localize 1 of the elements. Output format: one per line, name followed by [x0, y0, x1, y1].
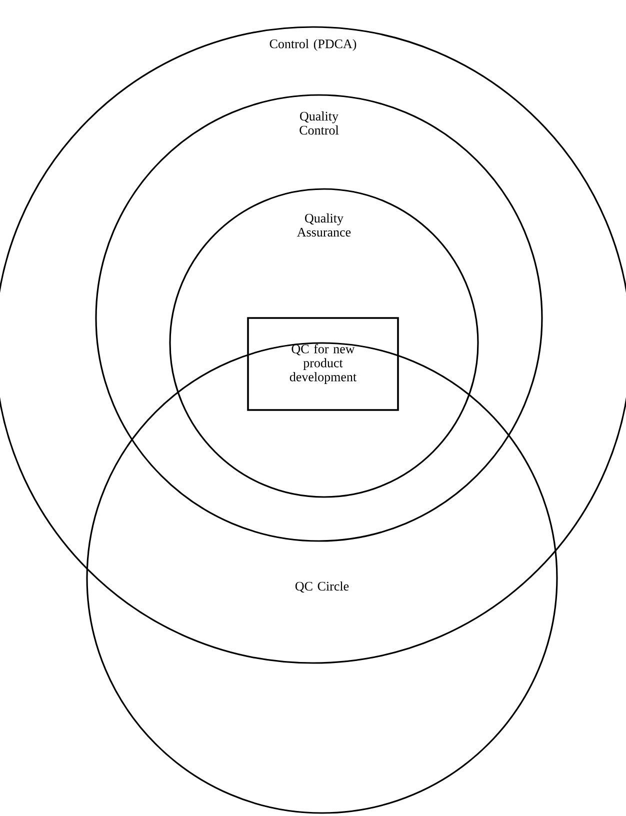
- text-box: QC for new product development: [247, 317, 399, 411]
